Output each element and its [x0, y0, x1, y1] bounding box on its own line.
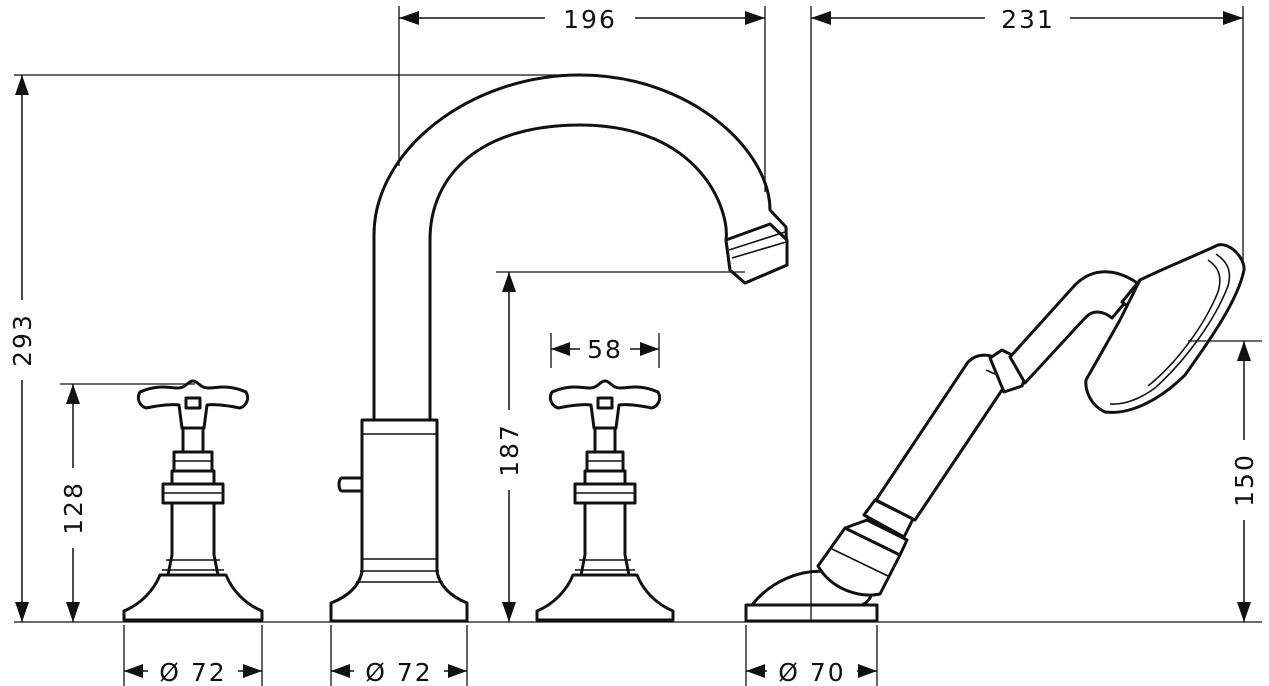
dim-label-handshower-reach: 231 — [1001, 5, 1055, 34]
dim-handshower-reach: 231 — [811, 3, 1243, 34]
dim-label-spout-reach: 196 — [563, 5, 617, 34]
handshower-assembly — [744, 243, 1246, 623]
central-spout — [329, 73, 789, 623]
dim-handshower-height: 150 — [1227, 341, 1261, 622]
dim-spout-reach: 196 — [399, 3, 765, 34]
dim-handle-width: 58 — [551, 335, 659, 364]
dim-label-base-diameter-left: Ø 72 — [159, 658, 226, 686]
dim-label-base-diameter-handshower: Ø 70 — [778, 658, 845, 686]
dim-handle-height: 128 — [56, 384, 90, 622]
right-cross-handle-valve — [535, 379, 675, 622]
dim-base-diameter-handshower: Ø 70 — [746, 656, 877, 686]
dim-label-base-diameter-spout: Ø 72 — [365, 658, 432, 686]
dim-base-diameter-left: Ø 72 — [124, 656, 262, 686]
dim-label-spout-outlet-height: 187 — [495, 423, 524, 477]
dim-label-handle-width: 58 — [587, 335, 623, 364]
dim-label-handshower-height: 150 — [1230, 453, 1259, 507]
dim-base-diameter-spout: Ø 72 — [331, 656, 467, 686]
dim-overall-height: 293 — [5, 75, 39, 622]
extension-lines — [14, 6, 1262, 686]
dim-spout-outlet-height: 187 — [492, 272, 526, 622]
dim-label-overall-height: 293 — [8, 313, 37, 367]
left-cross-handle-valve — [122, 379, 264, 622]
dim-label-handle-height: 128 — [59, 481, 88, 535]
